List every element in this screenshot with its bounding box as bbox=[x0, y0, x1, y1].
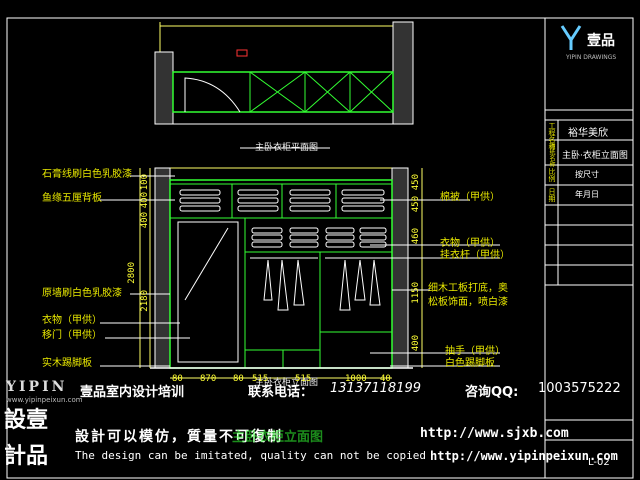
label-board-2: 松板饰面，喷白漆 bbox=[428, 297, 508, 308]
contact-label: 联系电话： bbox=[248, 385, 314, 400]
tb-drawing-label: 图纸名称 bbox=[548, 143, 555, 167]
phone-number: 13137118199 bbox=[330, 381, 421, 396]
tb-sheet-no: L-02 bbox=[588, 457, 610, 468]
logo-en: YIPIN DRAWINGS bbox=[566, 54, 617, 61]
label-quilt: 棉被（甲供） bbox=[440, 192, 500, 203]
seal-top: 設壹 bbox=[4, 407, 49, 433]
label-wall-paint: 原墙刷白色乳胶漆 bbox=[42, 288, 122, 299]
elevation-title-overlay: 主卧衣柜立面图 bbox=[232, 430, 324, 445]
dim-right-8: 400 bbox=[411, 335, 421, 352]
label-back-panel: 鱼缘五厘背板 bbox=[42, 193, 102, 204]
seal-bottom: 計品 bbox=[4, 443, 49, 469]
label-handle: 抽手（甲供） bbox=[445, 346, 505, 357]
label-board-1: 细木工板打底，奥 bbox=[428, 283, 508, 294]
tb-project-label: 工程名称 bbox=[548, 122, 556, 150]
elevation-view bbox=[100, 167, 500, 379]
dim-right-4: 460 bbox=[411, 228, 421, 245]
label-skirting-right: 白色踢脚板 bbox=[445, 358, 495, 369]
drawing-frame bbox=[6, 17, 634, 479]
slogan: 設計可以模仿，質量不可復制 bbox=[75, 429, 283, 445]
dim-left-total: 2800 bbox=[127, 262, 137, 284]
dim-bottom-4: 515 bbox=[252, 374, 269, 384]
dim-right-2: 450 bbox=[411, 196, 421, 213]
qq-number: 1003575222 bbox=[538, 381, 621, 396]
dim-bottom-8: 1000 bbox=[345, 374, 367, 384]
logo-name: 壹品 bbox=[587, 33, 615, 49]
dim-right-6: 1150 bbox=[411, 282, 421, 304]
tb-date-value: 年月日 bbox=[575, 190, 599, 199]
dim-right-0: 450 bbox=[411, 174, 421, 191]
label-skirting-left: 实木踢脚板 bbox=[42, 358, 92, 369]
label-sliding-door: 移门（甲供） bbox=[42, 330, 102, 341]
dim-left-s2: 400 bbox=[140, 192, 150, 209]
english-slogan: The design can be imitated, quality can … bbox=[75, 449, 426, 462]
dim-left-s1: 100 bbox=[140, 174, 150, 191]
elevation-title-small: 主卧衣柜立面图 bbox=[255, 378, 319, 388]
qq-label: 咨询QQ: bbox=[465, 385, 519, 400]
title-block bbox=[544, 17, 634, 479]
tb-date-label: 日期 bbox=[548, 188, 556, 202]
dim-bottom-0: 80 bbox=[172, 374, 183, 384]
site-url-1[interactable]: http://www.sjxb.com bbox=[420, 426, 569, 441]
tb-drawing-value: 主卧·衣柜立面图 bbox=[562, 151, 628, 161]
tb-project-value: 裕华美欣 bbox=[568, 128, 608, 139]
brand-yipin: YIPIN bbox=[6, 379, 68, 395]
brand-url: www.yipinpeixun.com bbox=[6, 396, 83, 404]
tb-scale-label: 比例 bbox=[548, 168, 556, 182]
label-gypsum-line: 石膏线刷白色乳胶漆 bbox=[42, 169, 132, 180]
plan-title: 主卧衣柜平面图 bbox=[255, 143, 319, 153]
dim-bottom-6: 515 bbox=[295, 374, 312, 384]
label-clothes-right: 衣物（甲供） bbox=[440, 238, 500, 249]
dim-bottom-1: 870 bbox=[200, 374, 217, 384]
tb-scale-value: 按尺寸 bbox=[575, 170, 599, 179]
plan-view bbox=[154, 21, 414, 149]
dim-bottom-2: 80 bbox=[233, 374, 244, 384]
dim-left-s3: 400 bbox=[140, 212, 150, 229]
label-hanging-rod: 挂衣杆（甲供） bbox=[440, 250, 510, 261]
dim-left-mid: 2180 bbox=[140, 290, 150, 312]
site-url-2[interactable]: http://www.yipinpeixun.com bbox=[430, 449, 618, 463]
logo-y-icon bbox=[560, 25, 582, 50]
school-name: 壹品室内设计培训 bbox=[80, 385, 185, 400]
label-clothes-left: 衣物（甲供） bbox=[42, 315, 102, 326]
dim-bottom-9: 40 bbox=[380, 374, 391, 384]
